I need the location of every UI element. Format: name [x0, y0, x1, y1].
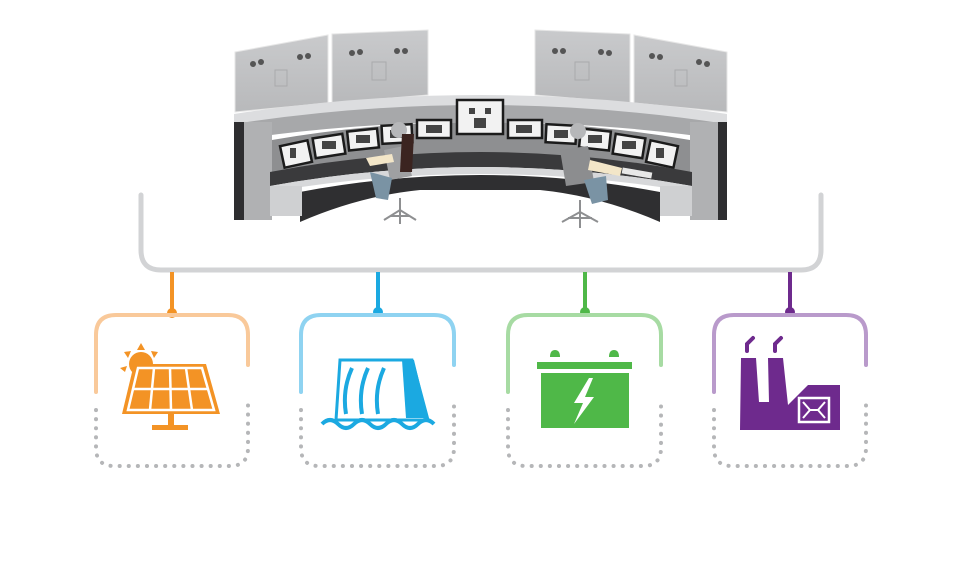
battery-icon — [537, 350, 632, 428]
wall-panels — [234, 29, 728, 113]
operator-left — [366, 122, 417, 224]
hub-bracket — [138, 192, 824, 273]
source-factory — [712, 272, 868, 468]
operator-right — [560, 123, 653, 228]
source-battery — [506, 272, 663, 468]
source-solar — [94, 272, 250, 468]
source-hydro — [299, 272, 456, 468]
solar-panel-icon — [120, 343, 220, 430]
control-room-illustration — [234, 29, 728, 228]
hydro-dam-icon — [320, 358, 436, 430]
factory-icon — [740, 336, 840, 430]
